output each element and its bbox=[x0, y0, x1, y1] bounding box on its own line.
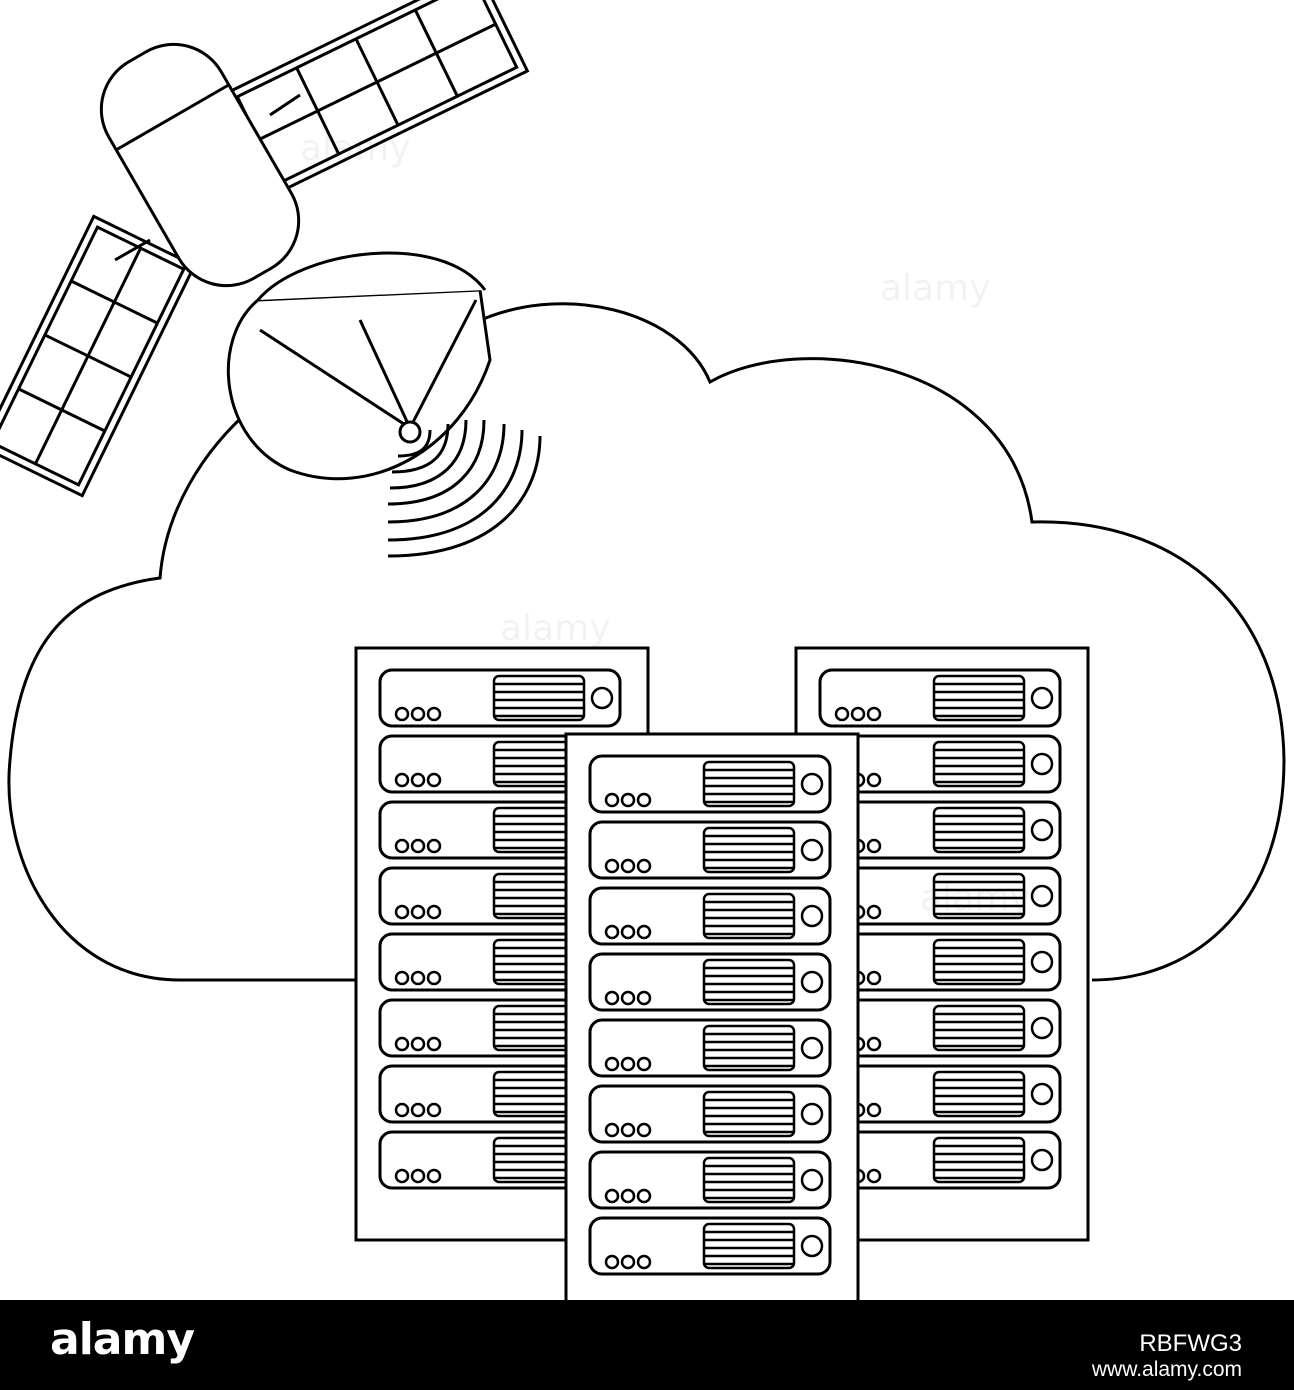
signal-waves-icon bbox=[387, 419, 542, 558]
server-rack-icon-center bbox=[566, 734, 858, 1300]
satellite-icon bbox=[0, 0, 530, 498]
footer-bar: alamy RBFWG3 www.alamy.com bbox=[0, 1300, 1294, 1390]
image-id: RBFWG3 bbox=[1139, 1330, 1242, 1357]
site-url[interactable]: www.alamy.com bbox=[1091, 1358, 1242, 1381]
cloud-computing-illustration bbox=[0, 0, 1286, 1300]
brand-logo: alamy bbox=[50, 1314, 195, 1365]
